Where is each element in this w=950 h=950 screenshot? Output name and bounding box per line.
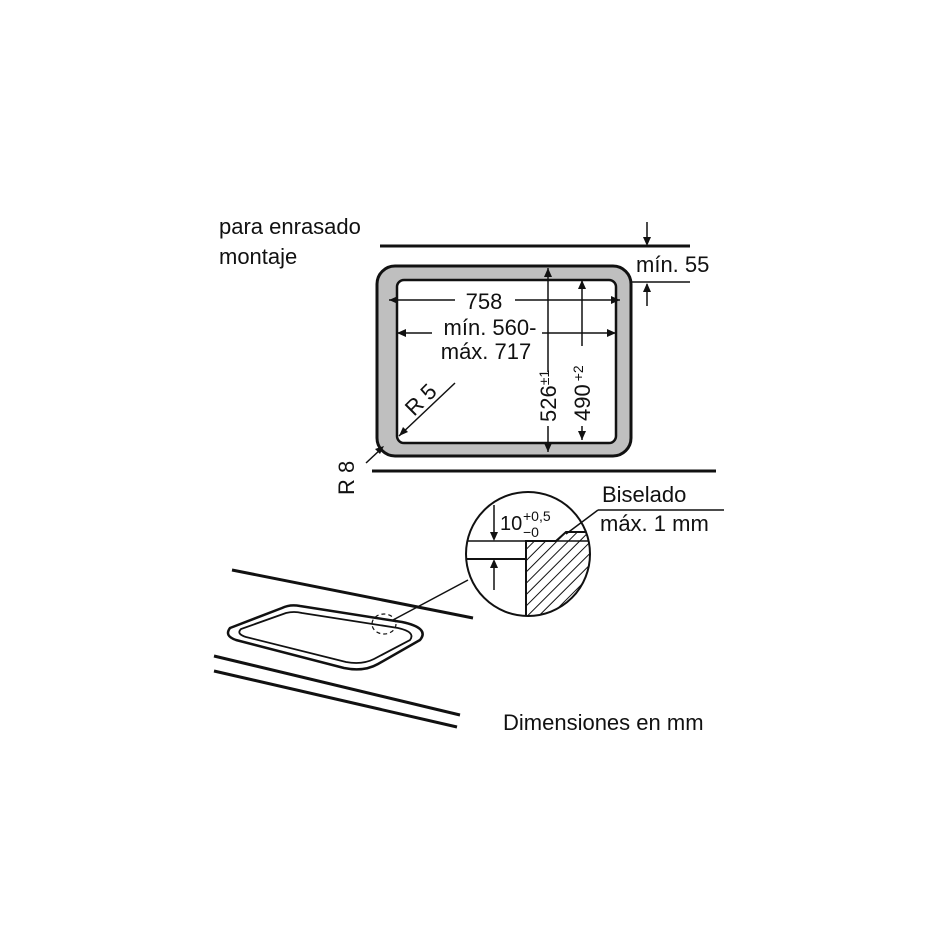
cutout-width-label-2: máx. 717 [441,339,532,364]
step-value-label: 10 [500,513,522,535]
depth-inner-label: 490+2 [570,365,595,421]
perspective-recess-inner [238,611,413,664]
width-label: 758 [466,289,503,314]
flush-mount-label-2: montaje [219,244,297,269]
arrow-up-right-icon [375,446,384,454]
arrow-up-icon [544,268,552,277]
detail-connector [392,579,469,621]
arrow-down-left-icon [399,427,408,436]
worktop-front-edge-bottom [213,669,458,729]
arrow-down-icon [544,443,552,452]
perspective-recess-outer [226,604,424,671]
worktop-front-edge-top [213,654,461,717]
bevel-max-label: máx. 1 mm [600,511,709,536]
worktop-back-edge [231,568,474,620]
depth-outer-label: 526±1 [536,370,561,422]
arrow-up-icon [578,280,586,289]
arrow-up-icon [490,559,498,568]
radius-inner-leader [398,382,456,437]
worktop-section [525,531,590,616]
bevel-leader [565,509,599,535]
units-label: Dimensiones en mm [503,710,704,735]
arrow-left-icon [397,329,406,337]
arrow-down-icon [578,431,586,440]
radius-outer-label: R 8 [334,461,359,495]
bevel-detail: 10 +0,5 −0 Biselado máx. 1 mm [392,482,724,621]
step-tol-lower: −0 [523,524,539,540]
step-tol-upper: +0,5 [523,508,551,524]
top-view: 758 mín. 560- máx. 717 526±1 490+2 R 5 R… [219,214,716,495]
arrow-up-icon [643,283,651,292]
perspective-view [213,568,474,729]
flush-mount-label-1: para enrasado [219,214,361,239]
arrow-down-icon [643,237,651,246]
bevel-title-label: Biselado [602,482,686,507]
detail-marker-circle [371,613,397,635]
arrow-right-icon [611,296,620,304]
arrow-left-icon [389,296,398,304]
arrow-down-icon [490,532,498,541]
min-gap-label: mín. 55 [636,252,709,277]
arrow-right-icon [607,329,616,337]
cutout-width-label-1: mín. 560- [444,315,537,340]
